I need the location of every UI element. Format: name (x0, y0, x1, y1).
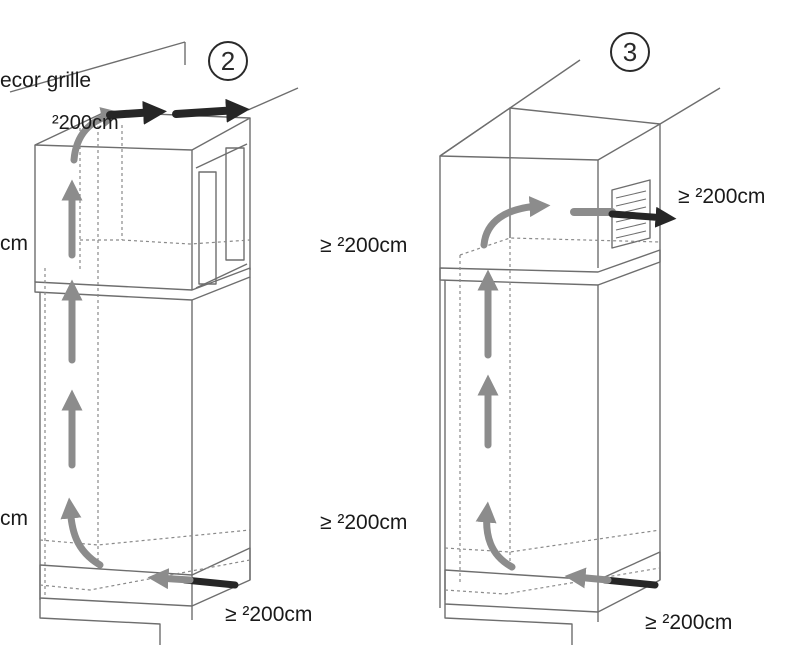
airflow-curve-arrow (70, 107, 123, 164)
right-top-side-label: ≥ ²200cm (320, 234, 408, 257)
oven-door-left (198, 171, 217, 285)
airflow-exhaust-arrow-dark (608, 206, 677, 228)
vent-grille (611, 179, 651, 249)
left-lower-side-label: cm (0, 507, 28, 530)
hidden-line (80, 239, 251, 245)
airflow-right (475, 196, 677, 589)
hidden-line (39, 559, 251, 591)
left-bottom-clearance-label: ≥ ²200cm (225, 603, 313, 626)
airflow-up-arrow (475, 501, 516, 571)
wall-guide-line (659, 87, 721, 125)
decor-grille-label: ecor grille (0, 69, 92, 92)
airflow-up-arrow (60, 497, 104, 569)
airflow-exhaust-arrow (172, 98, 250, 123)
left-top-clearance-label: ²200cm (52, 112, 119, 134)
airflow-intake-arrow-dark (601, 576, 659, 589)
cabinet-base (39, 547, 251, 607)
right-lower-side-label: ≥ ²200cm (320, 511, 408, 534)
oven-door-edge (195, 263, 248, 289)
airflow-exhaust-arrow (106, 100, 167, 125)
right-grille-clearance-label: ≥ ²200cm (678, 185, 766, 208)
cabinet-shelf (34, 267, 251, 301)
wall-guide-line (247, 87, 299, 111)
cabinet-shelf (439, 249, 661, 286)
left-upper-side-label: cm (0, 232, 28, 255)
cabinet-top-face (439, 107, 661, 161)
right-bottom-clearance-label: ≥ ²200cm (645, 611, 733, 634)
oven-door-right (225, 147, 245, 261)
cabinet-right (439, 59, 721, 645)
step-2-marker: 2 (208, 41, 248, 81)
hidden-line (39, 529, 251, 546)
airflow-intake-arrow (147, 568, 194, 590)
oven-door-edge (195, 143, 248, 169)
cabinet-plinth (39, 598, 161, 645)
cabinet-plinth (444, 604, 573, 645)
step-3-marker: 3 (610, 32, 650, 72)
cabinet-left-hidden-lines (39, 120, 251, 595)
airflow-intake-arrow (564, 567, 612, 589)
cabinet-right-hidden-lines (444, 237, 661, 595)
hidden-line (459, 237, 661, 256)
wall-guide-line (9, 41, 186, 93)
cabinet-left (9, 41, 299, 645)
airflow-curve-arrow (480, 196, 551, 249)
hidden-line (444, 529, 661, 553)
airflow-left (60, 98, 250, 590)
